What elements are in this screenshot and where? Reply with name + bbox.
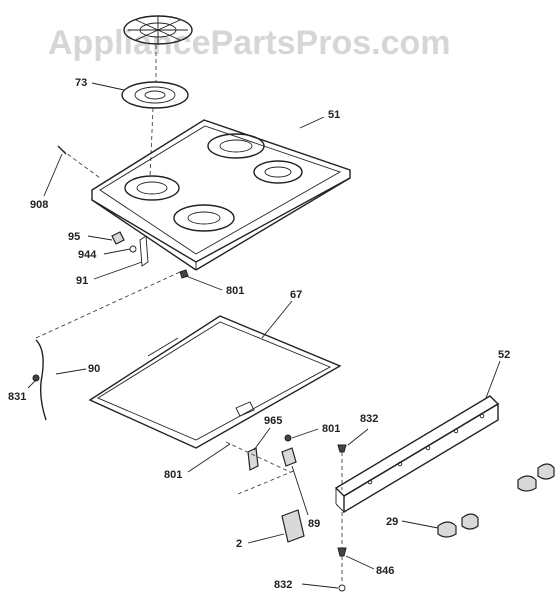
label-846: 846	[376, 565, 394, 577]
watermark-text: AppliancePartsPros.com	[48, 24, 450, 62]
clip-part	[281, 509, 305, 543]
hinge-hardware	[111, 231, 189, 279]
label-2: 2	[236, 538, 242, 550]
control-knobs	[437, 463, 555, 538]
label-965: 965	[264, 415, 282, 427]
label-801-top: 801	[226, 285, 244, 297]
label-832-top: 832	[360, 413, 378, 425]
label-95: 95	[68, 231, 80, 243]
label-832-bottom: 832	[274, 579, 292, 591]
label-51: 51	[328, 109, 340, 121]
burner-grate	[123, 15, 193, 45]
label-29: 29	[386, 516, 398, 528]
label-801-right: 801	[322, 423, 340, 435]
cooktop	[91, 119, 351, 271]
label-944: 944	[78, 249, 97, 261]
label-52: 52	[498, 349, 510, 361]
label-90: 90	[88, 363, 100, 375]
manifold-panel	[334, 395, 500, 514]
label-908: 908	[30, 199, 48, 211]
rod-assembly	[32, 339, 47, 421]
drip-bowl	[121, 81, 189, 109]
label-801-bottom: 801	[164, 469, 182, 481]
bracket	[247, 434, 297, 471]
label-89: 89	[308, 518, 320, 530]
burner-box-panel	[88, 315, 342, 449]
screws	[337, 444, 347, 592]
label-831: 831	[8, 391, 26, 403]
label-91: 91	[76, 275, 88, 287]
label-67: 67	[290, 289, 302, 301]
label-73: 73	[75, 77, 87, 89]
